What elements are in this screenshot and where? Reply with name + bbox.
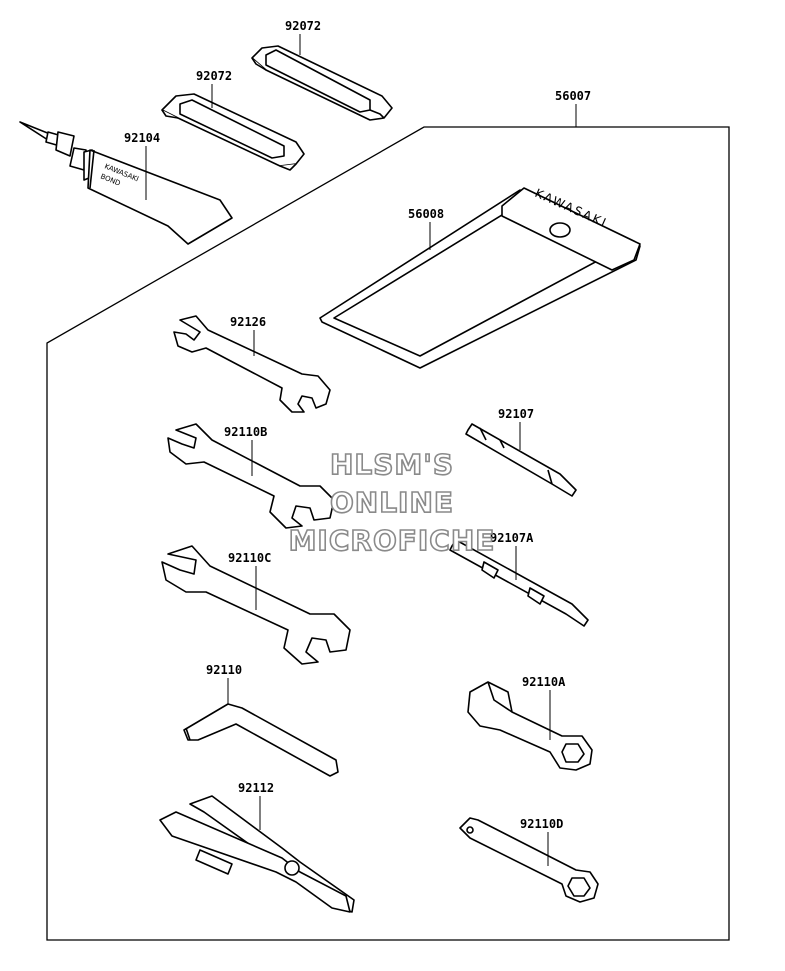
label-56008: 56008 <box>408 207 444 221</box>
box-wrench-92110A <box>467 681 593 771</box>
wrench-92110B <box>167 423 335 529</box>
wrench-92126 <box>173 315 331 413</box>
screwdriver-92107A <box>449 539 589 627</box>
label-92110C: 92110C <box>228 551 271 565</box>
strap-92072-mid <box>161 93 305 171</box>
label-92110B: 92110B <box>224 425 267 439</box>
label-92110A: 92110A <box>522 675 566 689</box>
label-92110D: 92110D <box>520 817 563 831</box>
bond-tube-92104: KAWASAKI BOND <box>19 121 233 245</box>
strap-92072-top <box>251 45 393 121</box>
label-92104: 92104 <box>124 131 160 145</box>
label-92072-top: 92072 <box>285 19 321 33</box>
tool-pouch-56008: KAWASAKI <box>319 186 641 369</box>
label-92112: 92112 <box>238 781 274 795</box>
watermark-line3: MICROFICHE <box>289 524 496 557</box>
pliers-92112 <box>159 795 355 913</box>
label-56007: 56007 <box>555 89 591 103</box>
screwdriver-92107 <box>465 423 577 497</box>
watermark-line1: HLSM'S <box>330 448 454 481</box>
label-92072-mid: 92072 <box>196 69 232 83</box>
watermark-line2: ONLINE <box>330 486 454 519</box>
label-92107A: 92107A <box>490 531 534 545</box>
label-92110: 92110 <box>206 663 242 677</box>
tube-wrench-92110D <box>459 817 599 903</box>
label-92126: 92126 <box>230 315 266 329</box>
label-92107: 92107 <box>498 407 534 421</box>
hex-key-92110 <box>183 703 339 777</box>
